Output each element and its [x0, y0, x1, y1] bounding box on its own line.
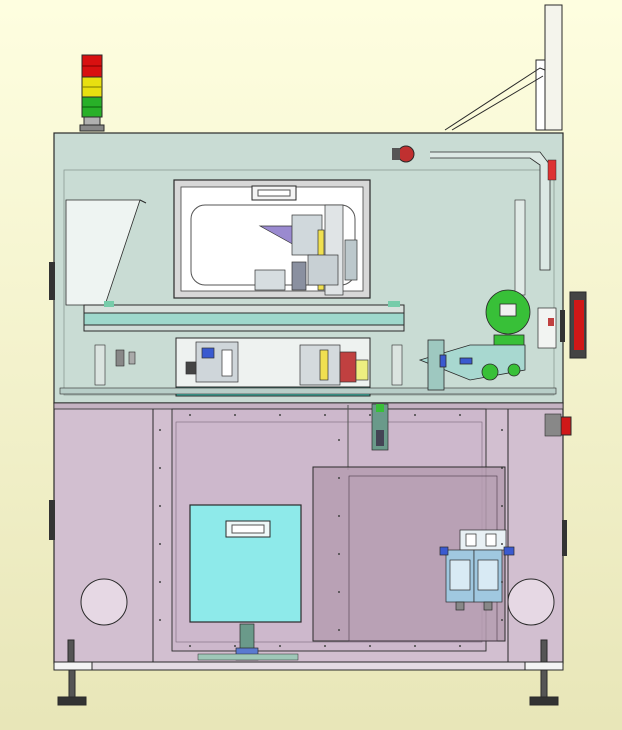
- top-guard-mast: [444, 4, 563, 131]
- vent-fan-left: [80, 578, 128, 626]
- upper-cabinet: [49, 132, 587, 404]
- rivet: [159, 429, 161, 431]
- rivet: [159, 467, 161, 469]
- estop-lower[interactable]: [560, 416, 572, 436]
- rivet: [338, 553, 340, 555]
- signal-tower: [79, 54, 105, 132]
- rivet: [338, 477, 340, 479]
- base: [53, 661, 564, 671]
- right-handle-upper[interactable]: [560, 310, 565, 342]
- rivet: [234, 414, 236, 416]
- rivet: [501, 429, 503, 431]
- vent-fan-right: [507, 578, 555, 626]
- rivet: [501, 581, 503, 583]
- rivet: [189, 414, 191, 416]
- labeler-unit: [418, 289, 531, 391]
- left-handle-lower[interactable]: [49, 500, 55, 540]
- rivet: [159, 505, 161, 507]
- lower-cabinet: [49, 402, 572, 664]
- rivet: [324, 414, 326, 416]
- rivet: [234, 645, 236, 647]
- rivet: [369, 414, 371, 416]
- rivet-dots: [159, 414, 503, 647]
- rivet: [279, 645, 281, 647]
- rivet: [159, 619, 161, 621]
- rivet: [414, 414, 416, 416]
- rivet: [159, 543, 161, 545]
- rivet: [501, 505, 503, 507]
- left-handle-upper[interactable]: [49, 262, 55, 300]
- gripper-assembly-left: [185, 341, 239, 383]
- rivet: [338, 591, 340, 593]
- rivet: [338, 439, 340, 441]
- pneumatic-filter-unit: [439, 529, 515, 611]
- teal-strip: [83, 312, 405, 326]
- rivet: [159, 581, 161, 583]
- right-handle-lower[interactable]: [562, 520, 567, 556]
- conveyor-plate: [83, 304, 405, 314]
- rivet: [279, 414, 281, 416]
- rivet: [414, 645, 416, 647]
- rivet: [501, 619, 503, 621]
- rivet: [338, 629, 340, 631]
- rivet: [369, 645, 371, 647]
- rivet: [324, 645, 326, 647]
- rivet: [338, 515, 340, 517]
- rivet: [189, 645, 191, 647]
- inner-mechanism: [254, 204, 358, 296]
- indicator-knob: [397, 145, 415, 163]
- rivet: [459, 414, 461, 416]
- right-rail: [430, 151, 551, 271]
- rivet: [501, 543, 503, 545]
- rivet: [459, 645, 461, 647]
- rivet: [501, 467, 503, 469]
- gripper-assembly-right: [299, 344, 369, 386]
- leveling-foot-left: [57, 639, 87, 706]
- leveling-foot-right: [529, 639, 559, 706]
